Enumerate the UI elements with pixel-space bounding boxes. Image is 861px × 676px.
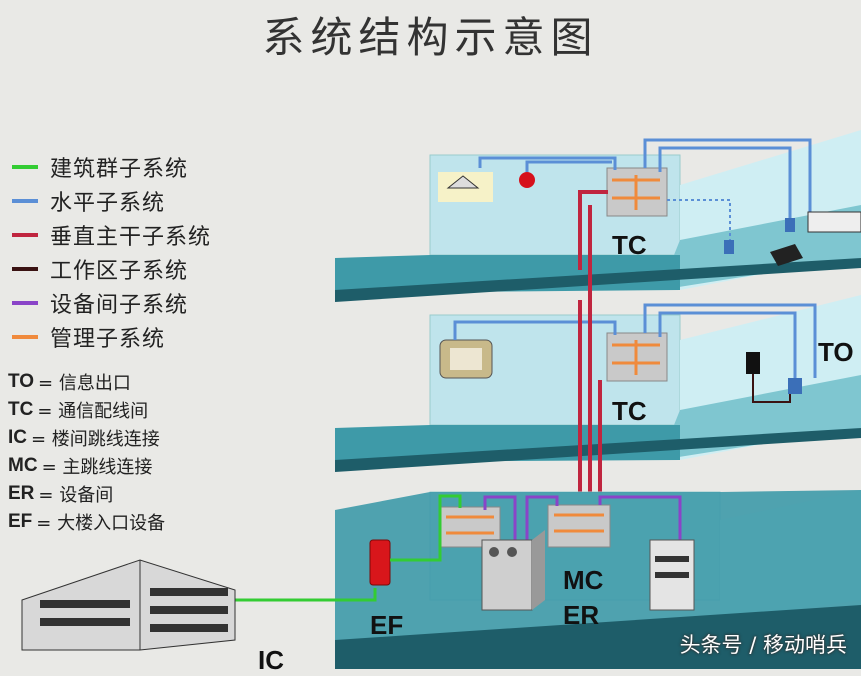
outlet-icon <box>785 218 795 232</box>
floor-top <box>335 130 861 302</box>
backbone-cable <box>578 190 608 270</box>
phone-icon <box>770 244 803 266</box>
legend-label: 管理子系统 <box>50 327 166 352</box>
legend-item: 建筑群子系统 <box>12 150 211 184</box>
abbreviation-item: ER= 设备间 <box>8 480 165 508</box>
legend-label: 垂直主干子系统 <box>50 225 212 250</box>
workstation-icon <box>807 211 861 233</box>
abbreviation-item: EF= 大楼入口设备 <box>8 508 165 536</box>
legend-label: 建筑群子系统 <box>50 157 189 182</box>
abbreviation-desc: = 信息出口 <box>38 373 131 394</box>
abbreviation-key: EF <box>8 511 33 532</box>
abbreviation-item: MC= 主跳线连接 <box>8 452 165 480</box>
abbreviation-desc: = 通信配线间 <box>37 401 149 422</box>
pbx-cabinet-icon <box>481 530 545 611</box>
abbreviation-key: IC <box>8 427 27 448</box>
campus-building-icon <box>21 559 236 651</box>
label-tc-middle: TC <box>612 396 647 426</box>
abbreviation-key: ER <box>8 483 35 504</box>
abbreviation-key: TO <box>8 371 35 392</box>
sensor-icon <box>519 172 535 188</box>
abbreviation-desc: = 大楼入口设备 <box>36 513 166 534</box>
legend-item: 垂直主干子系统 <box>12 218 211 252</box>
server-block-icon <box>439 339 493 379</box>
abbreviation-key: TC <box>8 399 34 420</box>
legend-swatch <box>12 233 38 237</box>
abbreviation-item: TC= 通信配线间 <box>8 396 165 424</box>
outlet-icon <box>724 240 734 254</box>
label-to: TO <box>818 337 854 367</box>
legend-label: 工作区子系统 <box>50 259 189 284</box>
label-tc-top: TC <box>612 230 647 260</box>
label-ic: IC <box>258 645 284 675</box>
abbreviation-desc: = 主跳线连接 <box>41 457 153 478</box>
abbreviation-desc: = 设备间 <box>38 485 114 506</box>
floor-bottom <box>233 490 861 669</box>
patch-panel-top <box>606 167 668 217</box>
legend-swatch <box>12 199 38 203</box>
patch-panel-middle <box>606 332 668 382</box>
abbreviation-key: MC <box>8 455 38 476</box>
abbreviation-item: IC= 楼间跳线连接 <box>8 424 165 452</box>
abbreviation-desc: = 楼间跳线连接 <box>31 429 160 450</box>
label-er: ER <box>563 600 600 630</box>
legend-item: 管理子系统 <box>12 320 211 354</box>
label-ef: EF <box>370 610 404 640</box>
ef-device-icon <box>369 539 391 586</box>
legend-label: 设备间子系统 <box>50 293 189 318</box>
label-mc: MC <box>563 565 604 595</box>
watermark: 头条号 / 移动哨兵 <box>679 633 847 657</box>
legend-item: 工作区子系统 <box>12 252 211 286</box>
abbreviation-item: TO= 信息出口 <box>8 368 165 396</box>
diagram-title: 系统结构示意图 <box>262 13 599 62</box>
legend-item: 水平子系统 <box>12 184 211 218</box>
legend-swatch <box>12 267 38 271</box>
patch-panel-mc <box>547 504 611 548</box>
legend-swatch <box>12 165 38 169</box>
legend-label: 水平子系统 <box>50 191 166 216</box>
legend: 建筑群子系统水平子系统垂直主干子系统工作区子系统设备间子系统管理子系统 <box>12 150 211 354</box>
legend-swatch <box>12 335 38 339</box>
legend-item: 设备间子系统 <box>12 286 211 320</box>
server-tower-icon <box>649 539 695 611</box>
lamp-icon <box>446 175 480 189</box>
outlet-icon <box>788 378 802 394</box>
legend-swatch <box>12 301 38 305</box>
printer-icon <box>746 352 760 374</box>
